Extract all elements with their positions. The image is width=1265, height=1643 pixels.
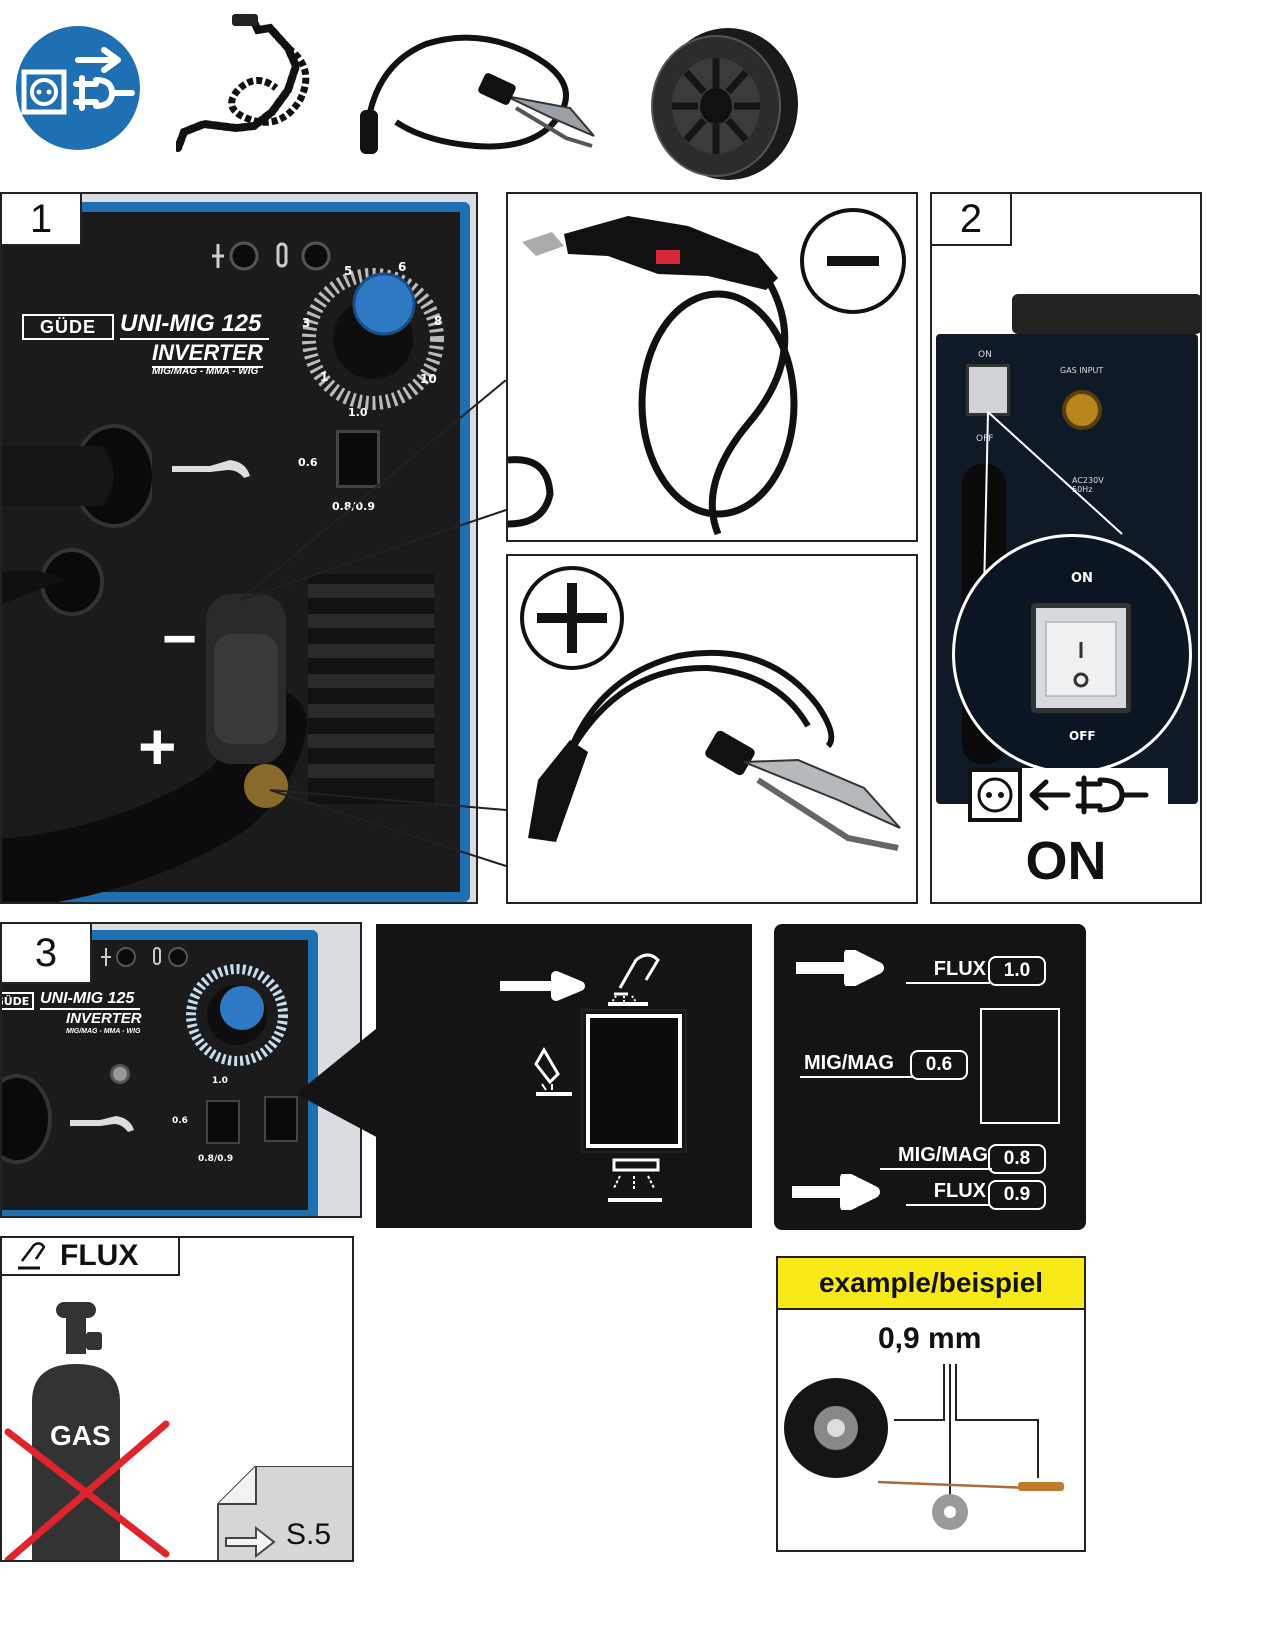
model-modes-small: MIG/MAG - MMA - WIG [66, 1028, 141, 1035]
model-subtitle-small: INVERTER [66, 1010, 142, 1027]
plus-ground-panel [506, 554, 918, 904]
step-1-panel: 1 GÜDE UNI-MIG 125 INVERTER MIG/MAG - MM… [0, 192, 478, 904]
step-2-panel: 2 ON OFF GAS INPUT AC230V 50Hz ON OFF ON [930, 192, 1202, 904]
zoom-rocker-switch[interactable] [1031, 603, 1131, 713]
minus-socket [2, 544, 112, 624]
dial-number-5: 5 [344, 264, 353, 278]
wire-diameter: 0,9 mm [878, 1322, 982, 1355]
wire-selector-small[interactable] [206, 1100, 240, 1144]
voltage-dial[interactable] [298, 264, 448, 414]
front-connectors-small-icon [98, 942, 198, 972]
callout-wedge [296, 1024, 382, 1140]
wire-label-small-1-0: 1.0 [212, 1076, 228, 1086]
disconnect-power-icon [14, 24, 142, 152]
wire-spool-icon [636, 14, 806, 184]
vent-grille [308, 574, 434, 804]
step-2-number: 2 [932, 194, 1012, 246]
row4-value: 0.9 [988, 1180, 1046, 1210]
gas-label: GAS [50, 1420, 111, 1451]
row3-label: MIG/MAG [880, 1144, 992, 1170]
step-3-panel: 3 GÜDE UNI-MIG 125 INVERTER MIG/MAG - MM… [0, 922, 362, 1218]
zoom-on-label: ON [1071, 571, 1093, 586]
dial-number-3: 3 [302, 316, 311, 330]
ground-clamp-cable-icon [356, 22, 604, 162]
wire-label-small-0-6: 0.6 [172, 1116, 188, 1126]
step-3-number: 3 [2, 924, 92, 984]
wire-example-diagram [784, 1364, 1064, 1530]
stick-torch-icon [608, 1158, 662, 1202]
row2-value: 0.6 [910, 1050, 968, 1080]
wire-label-0-6: 0.6 [298, 456, 318, 469]
page-reference-icon [216, 1465, 352, 1560]
dial-number-1: 1 [320, 370, 329, 384]
back-on-label: ON [978, 350, 992, 360]
gas-input-connector [1062, 390, 1102, 430]
ground-clamp-cable-icon [528, 649, 901, 851]
machine-top-handle [1012, 294, 1200, 334]
mig-gas-torch-icon [534, 1047, 572, 1096]
row2-label: MIG/MAG [800, 1052, 914, 1078]
dial-number-8: 8 [434, 314, 443, 328]
flux-panel: FLUX GAS S.5 [0, 1236, 354, 1562]
torch-symbol-small-icon [68, 1108, 138, 1138]
zoom-off-label: OFF [1069, 729, 1096, 743]
switch-zoom-circle: ON OFF [952, 534, 1192, 774]
model-subtitle: INVERTER [152, 340, 263, 368]
arrow-top-icon [796, 950, 884, 986]
wire-label-0-8-0-9: 0.8/0.9 [332, 500, 375, 513]
voltage-dial-small[interactable] [182, 960, 292, 1070]
flux-title-box: FLUX [2, 1238, 180, 1276]
socket-plug-icon [968, 768, 1168, 824]
mig-torch-icon [508, 216, 798, 536]
minus-icon [827, 256, 879, 266]
wire-label-1-0: 1.0 [348, 406, 368, 419]
row3-value: 0.8 [988, 1144, 1046, 1174]
back-off-label: OFF [976, 434, 994, 444]
wire-label-small-0-8-0-9: 0.8/0.9 [198, 1154, 234, 1164]
example-panel: example/beispiel 0,9 mm [776, 1256, 1086, 1552]
brand-logo: GÜDE [22, 314, 114, 340]
dial-number-6: 6 [398, 260, 407, 274]
step-1-number: 1 [2, 194, 82, 246]
gas-input-label: GAS INPUT [1060, 366, 1104, 375]
page-reference: S.5 [286, 1518, 332, 1551]
flux-torch-icon [18, 1242, 46, 1270]
row4-label: FLUX [906, 1180, 990, 1206]
plus-sign: + [138, 709, 177, 783]
torch-socket [2, 416, 156, 536]
wire-selector-switch[interactable] [336, 430, 380, 488]
power-on-result: ON [1025, 831, 1107, 891]
connector-cable [2, 574, 322, 902]
flux-title: FLUX [60, 1239, 139, 1272]
model-name-small: UNI-MIG 125 [40, 990, 141, 1010]
indicator-lamp [110, 1064, 130, 1084]
row1-value: 1.0 [988, 956, 1046, 986]
mode-switch-zoom [376, 924, 752, 1228]
plus-circle-badge [520, 566, 624, 670]
table-switch-outline [980, 1008, 1060, 1124]
model-name: UNI-MIG 125 [120, 310, 270, 340]
minus-torch-panel [506, 192, 918, 542]
minus-sign: − [162, 605, 198, 672]
row1-label: FLUX [906, 958, 990, 984]
brand-logo-small: GÜDE [2, 992, 34, 1010]
wire-size-table: FLUX 1.0 MIG/MAG 0.6 MIG/MAG 0.8 FLUX 0.… [774, 924, 1086, 1230]
front-connectors-icon [206, 234, 346, 274]
dial-number-10: 10 [420, 372, 437, 386]
model-modes: MIG/MAG - MMA - WIG [152, 366, 259, 377]
minus-circle-badge [800, 208, 906, 314]
arrow-bottom-icon [792, 1174, 880, 1210]
torch-symbol-icon [170, 448, 256, 488]
flux-torch-icon [608, 953, 660, 1006]
gas-cylinder-icon [4, 1302, 170, 1560]
voltage-label: AC230V 50Hz [1072, 476, 1104, 494]
example-header: example/beispiel [778, 1258, 1084, 1310]
mode-selector-small[interactable] [264, 1096, 298, 1142]
mig-torch-hose-icon [174, 8, 326, 158]
